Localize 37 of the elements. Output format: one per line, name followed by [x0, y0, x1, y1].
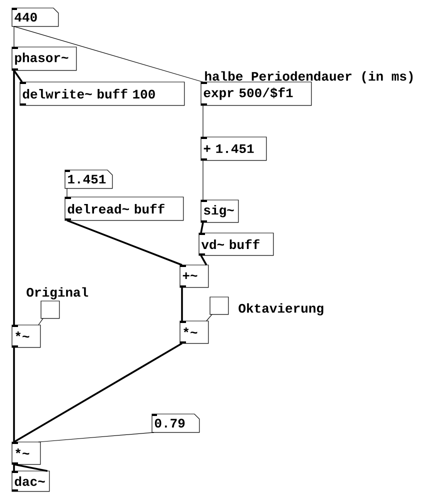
object-box: *~ [12, 442, 41, 465]
object-box: +~ [180, 264, 209, 288]
object-box: *~ [180, 320, 209, 344]
object-box: + 1.451 [200, 136, 267, 161]
patch-cord [14, 464, 48, 472]
toggle-box [40, 300, 60, 319]
patch-cord [13, 70, 15, 325]
patch-cord [13, 464, 15, 471]
object-box: delread~ buff [64, 196, 184, 221]
object-box: phasor~ [12, 46, 77, 71]
comment-text: Oktavierung [238, 303, 324, 316]
comment-text: halbe Periodendauer (in ms) [205, 71, 413, 84]
number-box: 0.79 [152, 414, 200, 433]
toggle-box [210, 296, 229, 315]
patch-cord [38, 432, 154, 442]
object-box: expr 500/$f1 [200, 82, 312, 106]
object-box: delwrite~ buff 100 [20, 82, 185, 106]
object-box: vd~ buff [198, 232, 274, 256]
patch-cord [206, 314, 212, 322]
patch-cord [200, 222, 204, 234]
patch-cord [38, 318, 44, 326]
patch-cord [181, 287, 183, 321]
number-box: 440 [12, 8, 59, 27]
object-box: dac~ [12, 470, 50, 492]
patch-cord [202, 160, 204, 200]
patch-cord [13, 347, 15, 442]
object-box: *~ [12, 324, 41, 348]
object-box: sig~ [200, 200, 239, 223]
patch-cord [14, 342, 182, 443]
patch-cord [14, 26, 204, 82]
comment-text: Original [26, 287, 88, 300]
number-box: 1.451 [64, 170, 113, 189]
patch-cord [66, 188, 68, 198]
patch-cord [202, 105, 204, 138]
patch-cord [66, 220, 182, 266]
patch-cord [200, 254, 208, 266]
patch-cord [13, 70, 23, 83]
